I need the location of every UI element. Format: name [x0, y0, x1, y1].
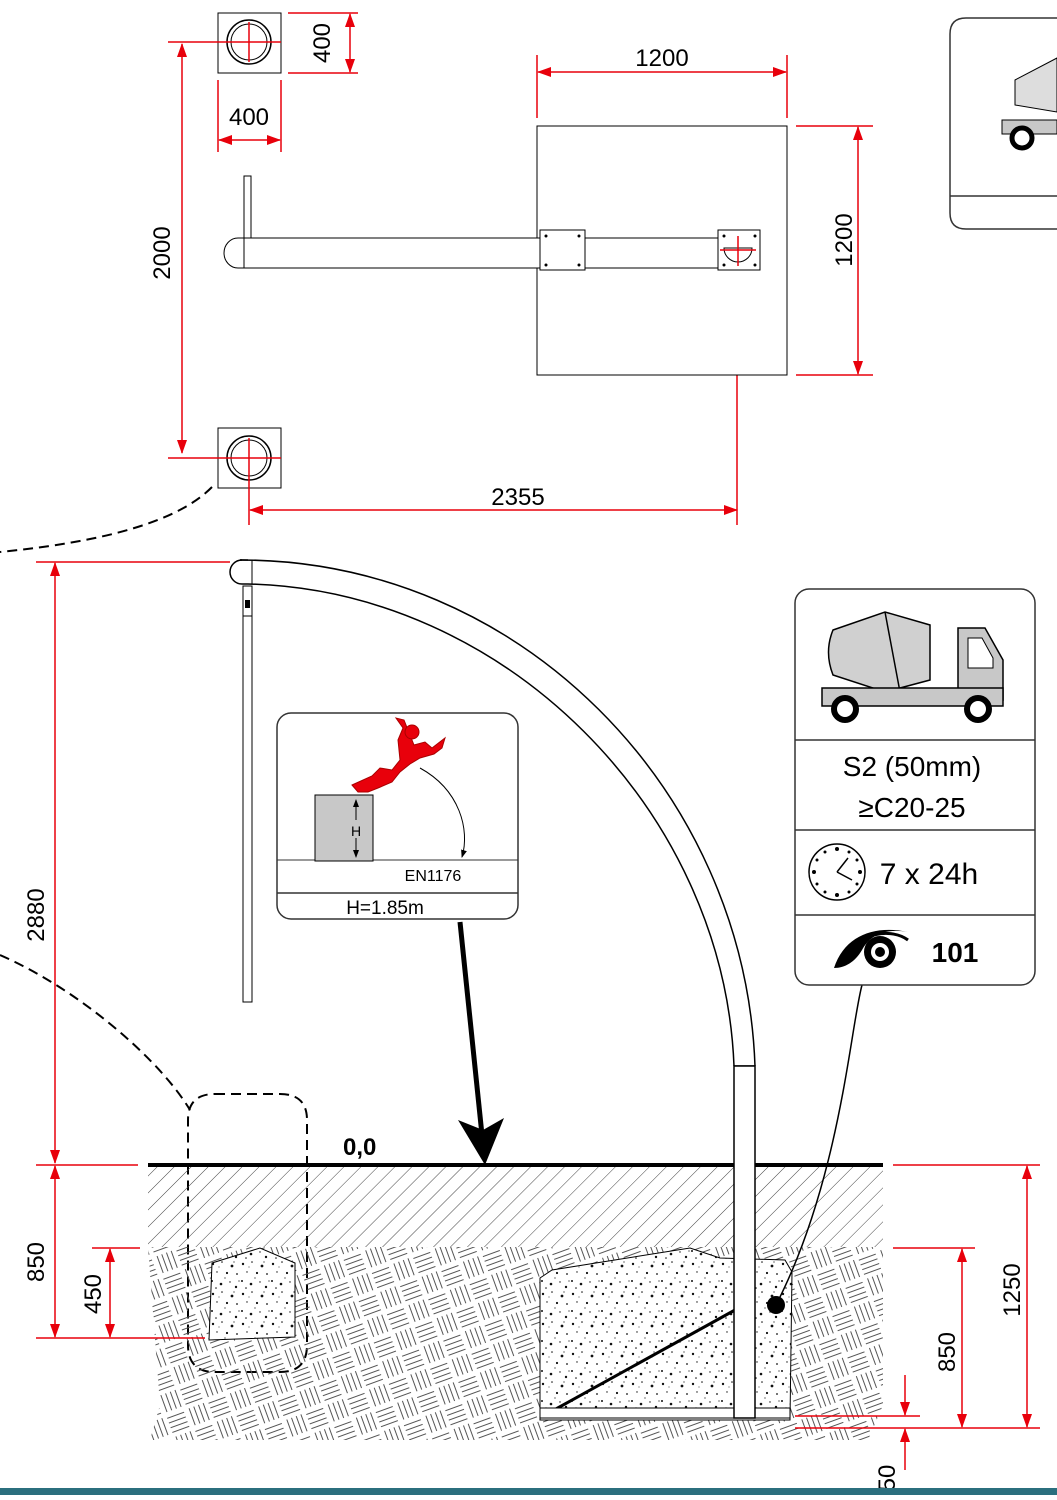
fall-height-value: H=1.85m: [346, 898, 424, 919]
rope-elevation: [242, 615, 253, 1003]
footing-left: [208, 1247, 296, 1341]
dim-post-spacing: 2000: [149, 226, 176, 279]
concrete-panel: S2 (50mm) ≥C20-25 7 x 24h 101: [794, 588, 1036, 986]
ground-level-label: 0,0: [343, 1134, 376, 1161]
concrete-panel-partial: [949, 17, 1057, 230]
bottom-bar: [0, 1488, 1057, 1495]
base-slab: [539, 1407, 791, 1419]
fall-height-panel: H EN1176 H=1.85m: [276, 712, 519, 920]
concrete-truck-icon: [821, 611, 1004, 723]
dim-depth-left: 850: [23, 1242, 50, 1282]
arm-plan: [223, 237, 739, 269]
post-arc-outer: [239, 559, 756, 1067]
dim-offset: 2355: [491, 484, 544, 511]
dim-square-width: 400: [229, 104, 269, 131]
post-vertical: [733, 1065, 756, 1419]
dim-square-height: 400: [309, 23, 336, 63]
inspection-code: 101: [932, 937, 979, 968]
eye-icon: [834, 929, 909, 968]
curing-time: 7 x 24h: [880, 858, 978, 891]
falling-person-icon: [351, 717, 446, 793]
dim-foundation-width: 1200: [635, 45, 688, 72]
concrete-grade-line2: ≥C20-25: [858, 792, 965, 823]
pointer-arrow: [458, 1118, 504, 1165]
footing-right: [539, 1247, 793, 1421]
standard-label: EN1176: [405, 868, 462, 885]
dim-depth-inner-left: 450: [80, 1274, 107, 1314]
clock-icon: [808, 843, 866, 901]
dim-base-slab: 50: [874, 1465, 901, 1492]
plan-view: 400 400 2000 2355 1200 1200: [149, 12, 873, 525]
dim-depth-right-inner: 850: [934, 1332, 961, 1372]
dim-depth-right-total: 1250: [999, 1263, 1026, 1316]
chain-plan: [243, 175, 252, 239]
topsoil-layer: [148, 1165, 883, 1247]
elevation-view: 2880 0,0 850 450: [0, 486, 1040, 1492]
dim-foundation-height: 1200: [831, 213, 858, 266]
concrete-grade-line1: S2 (50mm): [843, 751, 981, 782]
h-marker: H: [351, 823, 361, 839]
dim-elevation-height: 2880: [23, 888, 50, 941]
post-arc-inner: [247, 583, 735, 1067]
